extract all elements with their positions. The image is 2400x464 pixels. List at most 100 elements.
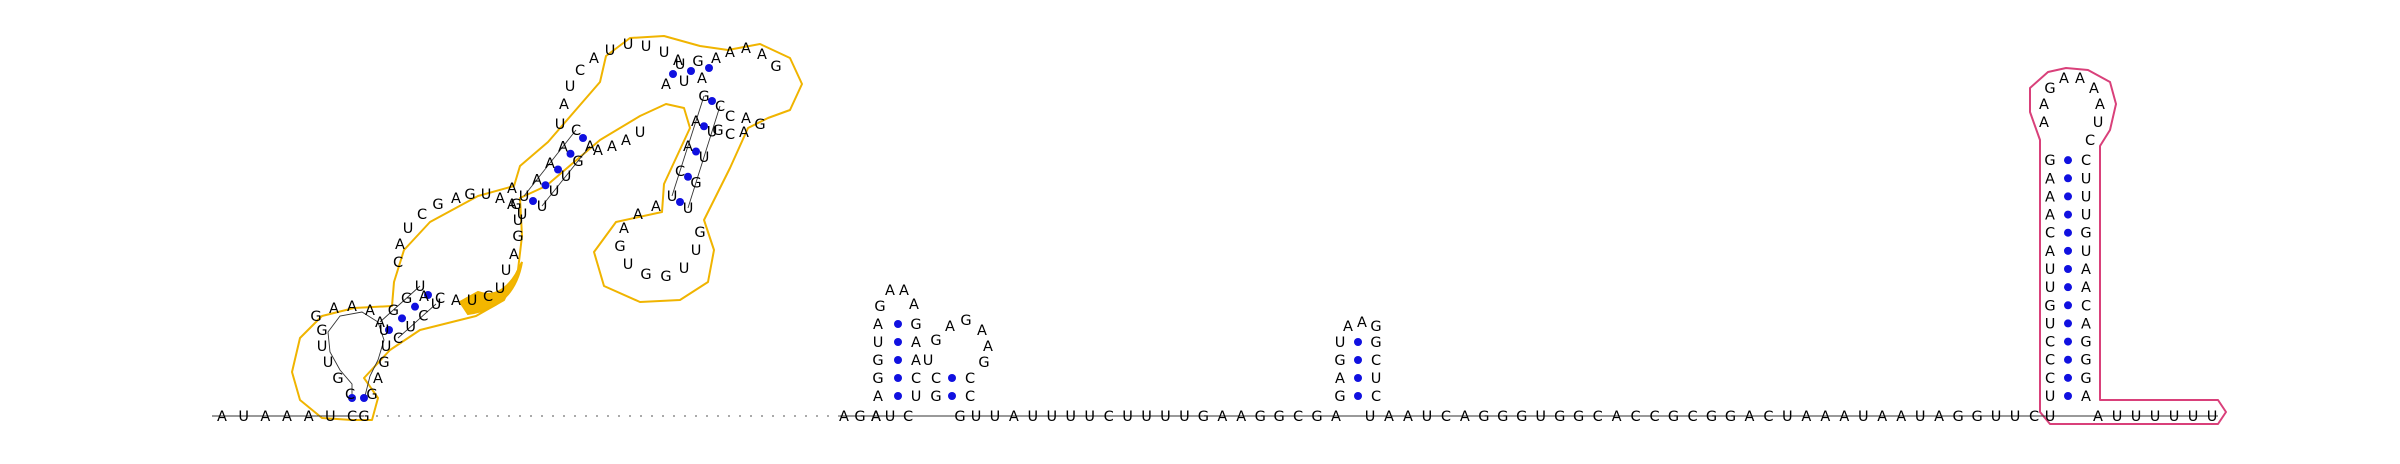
nucleotide: U [467, 293, 478, 309]
nucleotide: A [2039, 97, 2049, 113]
nucleotide: U [1858, 409, 1869, 425]
nucleotide: G [572, 154, 583, 170]
backbone-lines [212, 95, 2218, 417]
nucleotide: C [1371, 389, 1381, 405]
nucleotide: U [1179, 409, 1190, 425]
nucleotide: A [1403, 409, 1413, 425]
base-pair-dot [541, 181, 550, 190]
nucleotide: U [481, 187, 492, 203]
nucleotide: U [679, 74, 690, 90]
nucleotide: G [310, 309, 321, 325]
nucleotide: A [911, 353, 921, 369]
nucleotide: G [930, 389, 941, 405]
nucleotide: A [365, 303, 375, 319]
base-pair-dot [669, 70, 677, 78]
nucleotide: C [483, 289, 493, 305]
nucleotide: U [405, 320, 416, 336]
nucleotide: U [667, 189, 678, 205]
base-pair-dot [529, 197, 537, 205]
nucleotide: U [2081, 171, 2092, 187]
nucleotide: A [1343, 319, 1353, 335]
nucleotide: G [401, 291, 412, 307]
base-pair-dot [398, 314, 406, 323]
nucleotide: A [593, 143, 603, 159]
nucleotide: G [1706, 409, 1717, 425]
nucleotide: G [388, 303, 399, 319]
nucleotide: A [741, 41, 751, 57]
nucleotide: G [1198, 409, 1209, 425]
nucleotide: A [2045, 189, 2055, 205]
nucleotide: A [2095, 97, 2105, 113]
nucleotide: A [329, 301, 339, 317]
nucleotide: U [691, 243, 702, 259]
nucleotide: U [679, 261, 690, 277]
nucleotide: U [1122, 409, 1133, 425]
nucleotide: A [589, 51, 599, 67]
nucleotide: U [517, 207, 528, 223]
nucleotide: U [431, 297, 442, 313]
base-pair-dot [411, 302, 419, 311]
nucleotide: C [725, 109, 735, 125]
nucleotide: U [923, 353, 934, 369]
nucleotide: A [621, 133, 631, 149]
nucleotide: A [2039, 115, 2049, 131]
nucleotide: G [1255, 409, 1266, 425]
nucleotide: A [885, 283, 895, 299]
nucleotide: C [931, 371, 941, 387]
nucleotide: A [2045, 171, 2055, 187]
nucleotide: U [565, 79, 576, 95]
nucleotide: A [651, 199, 661, 215]
nucleotide: C [2045, 371, 2055, 387]
base-pair-dot [566, 149, 575, 158]
nucleotide: C [393, 255, 403, 271]
base-pair-dot [1354, 392, 1362, 400]
nucleotide: A [1934, 409, 1944, 425]
nucleotide: A [2059, 71, 2069, 87]
nucleotide: A [1744, 409, 1754, 425]
highlighted-segment [458, 261, 523, 316]
nucleotide: C [2045, 353, 2055, 369]
nucleotide: U [379, 323, 390, 339]
nucleotide: G [712, 123, 723, 139]
nucleotide: U [323, 355, 334, 371]
nucleotide: A [2075, 71, 2085, 87]
nucleotide: G [874, 299, 885, 315]
five-prime-nucleotide: U [238, 409, 249, 425]
nucleotide: A [1801, 409, 1811, 425]
five-prime-nucleotide: A [260, 409, 270, 425]
nucleotide: C [903, 409, 913, 425]
nucleotide: U [683, 201, 694, 217]
base-pair-dot [424, 291, 432, 299]
nucleotide: C [725, 127, 735, 143]
nucleotide: A [495, 191, 505, 207]
nucleotide: G [690, 176, 701, 192]
base-pair-dot [687, 67, 695, 75]
nucleotide: A [1357, 315, 1367, 331]
nucleotide: G [692, 54, 703, 70]
nucleotide: A [757, 47, 767, 63]
nucleotide: C [715, 99, 725, 115]
nucleotide: C [345, 387, 355, 403]
nucleotide: A [1009, 409, 1019, 425]
nucleotide: C [435, 291, 445, 307]
nucleotide: U [971, 409, 982, 425]
nucleotide: G [2044, 81, 2055, 97]
nucleotide: U [1535, 409, 1546, 425]
nucleotide: G [854, 409, 865, 425]
nucleotide: C [1371, 353, 1381, 369]
nucleotide: C [1763, 409, 1773, 425]
three-prime-nucleotide: U [2169, 409, 2180, 425]
nucleotide: A [633, 207, 643, 223]
base-pair-dot [676, 198, 684, 206]
nucleotide: U [1084, 409, 1095, 425]
five-prime-nucleotide: A [304, 409, 314, 425]
nucleotide: U [1141, 409, 1152, 425]
base-pair-dot [2064, 156, 2072, 165]
nucleotide: C [1593, 409, 1603, 425]
nucleotide: G [754, 117, 765, 133]
nucleotide: G [1516, 409, 1527, 425]
nucleotide: A [347, 299, 357, 315]
highlight-regions [291, 35, 2227, 425]
base-pair-dot [1354, 338, 1362, 346]
base-pair-dot [2064, 355, 2072, 364]
